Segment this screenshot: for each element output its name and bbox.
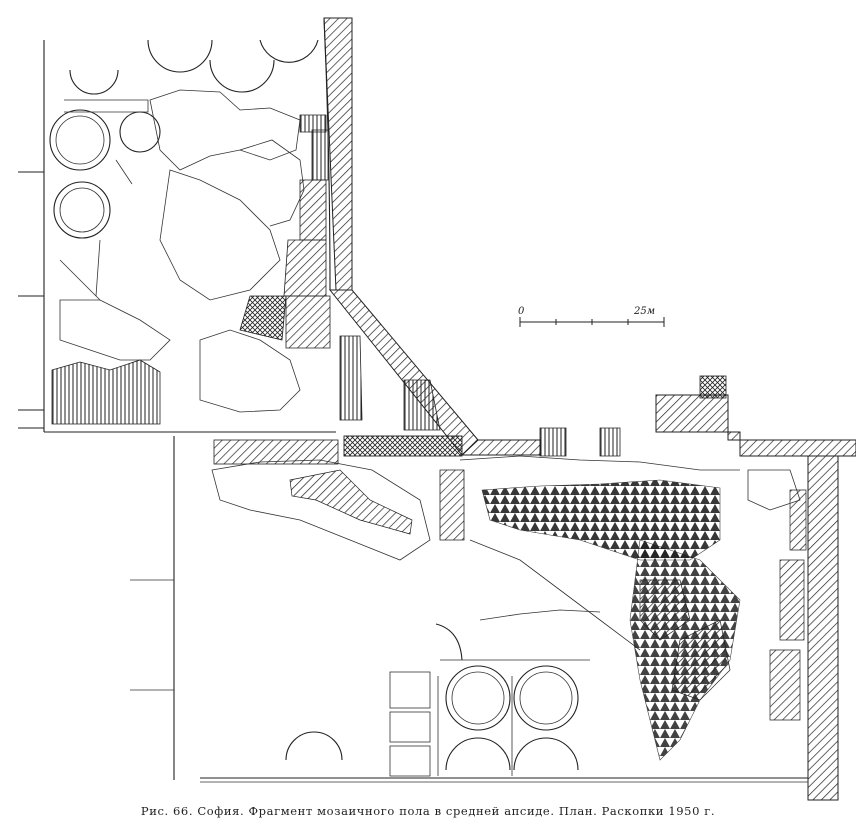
wall-right xyxy=(807,455,839,801)
upper-fragments xyxy=(59,89,305,413)
plan-outline xyxy=(18,40,808,783)
scale-start-label: 0 xyxy=(518,306,525,317)
hatched-repairs-left xyxy=(239,114,331,349)
scale-bar: 0 25м xyxy=(518,306,665,327)
lower-roundels xyxy=(285,623,590,777)
figure-caption: Рис. 66. София. Фрагмент мозаичного пола… xyxy=(140,804,716,818)
upper-roundels xyxy=(49,39,319,301)
crosshatch-band xyxy=(213,435,463,465)
triangle-mosaic xyxy=(481,469,807,761)
middle-fragments xyxy=(211,455,740,651)
vertical-hatch-band xyxy=(51,335,621,457)
scale-end-label: 25м xyxy=(633,306,655,317)
wall-right-top xyxy=(655,375,856,457)
